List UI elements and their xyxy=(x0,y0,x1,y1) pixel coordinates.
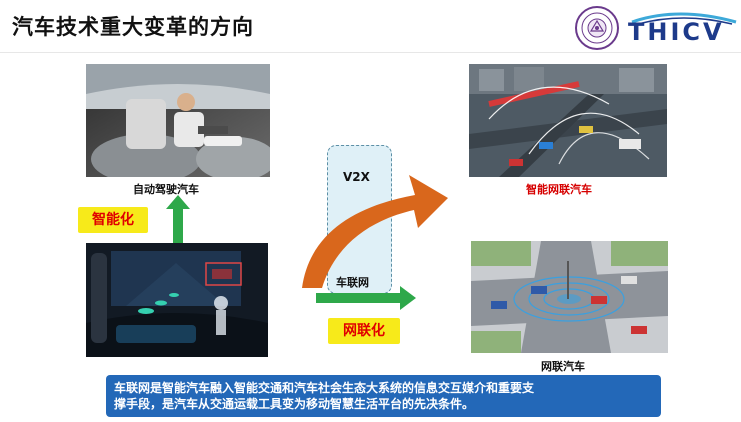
connected-car-image xyxy=(471,241,668,353)
thicv-logo-swoosh xyxy=(631,12,737,25)
networked-tag: 网联化 xyxy=(328,318,400,344)
connected-car-caption: 网联汽车 xyxy=(541,360,585,373)
upgrade-curved-arrow xyxy=(302,175,448,288)
page-title: 汽车技术重大变革的方向 xyxy=(12,15,254,39)
autonomous-car-image xyxy=(86,64,270,177)
autonomous-car-caption: 自动驾驶汽车 xyxy=(133,183,199,196)
summary-banner: 车联网是智能汽车融入智能交通和汽车社会生态大系统的信息交互媒介和重要支 撑手段，… xyxy=(106,375,661,417)
iov-label: 车联网 xyxy=(336,276,369,289)
brand-name: THICV xyxy=(628,18,725,46)
v2x-label: V2X xyxy=(343,170,370,184)
summary-line-2: 撑手段，是汽车从交通运载工具变为移动智慧生活平台的先决条件。 xyxy=(114,397,475,411)
networked-right-arrow xyxy=(316,286,416,310)
smart-connected-car-image xyxy=(469,64,667,177)
smart-connected-car-caption: 智能网联汽车 xyxy=(526,183,592,196)
summary-line-1: 车联网是智能汽车融入智能交通和汽车社会生态大系统的信息交互媒介和重要支 xyxy=(114,381,535,395)
intelligent-up-arrow xyxy=(166,195,190,245)
intelligent-tag: 智能化 xyxy=(78,207,148,233)
university-seal-logo xyxy=(575,6,619,50)
smart-cockpit-image xyxy=(86,243,268,357)
title-divider xyxy=(0,52,741,53)
